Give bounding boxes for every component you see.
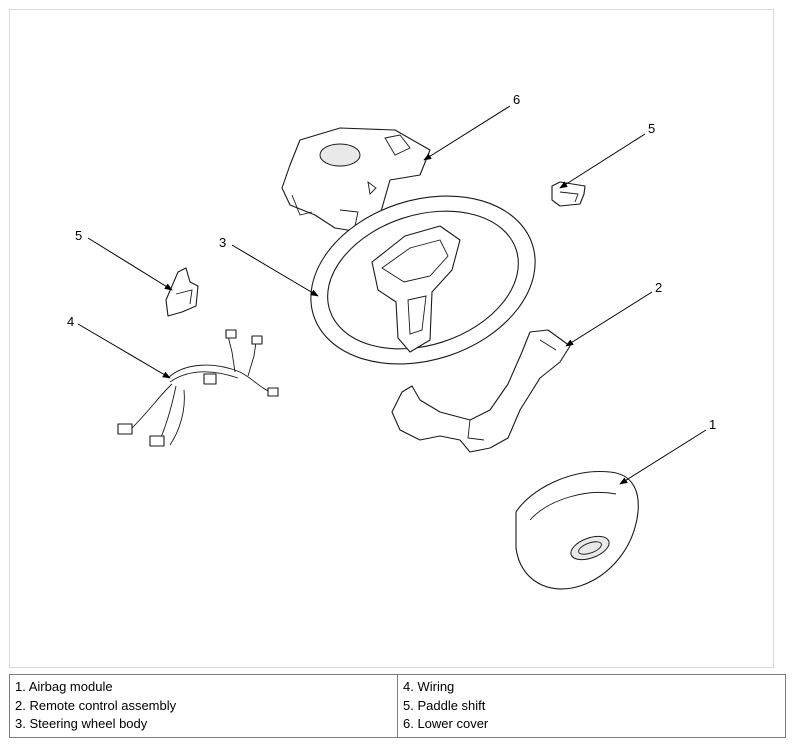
- callout-5-right: 5: [648, 121, 655, 136]
- remote-control-assembly-part: [391, 329, 571, 453]
- parts-legend-table: 1. Airbag module 2. Remote control assem…: [9, 674, 786, 738]
- leader-3: [231, 244, 319, 297]
- legend-item: 6. Lower cover: [403, 716, 489, 731]
- callout-2: 2: [655, 280, 662, 295]
- legend-item: 4. Wiring: [403, 679, 455, 694]
- leader-2: [565, 291, 653, 347]
- leader-1: [619, 429, 707, 485]
- callout-1: 1: [709, 417, 716, 432]
- steering-wheel-body-part: [310, 195, 536, 365]
- leader-5-right: [559, 133, 646, 189]
- callout-6: 6: [513, 92, 520, 107]
- paddle-shift-left-part: [165, 267, 199, 317]
- leader-4: [77, 323, 171, 379]
- leader-5-left: [87, 237, 173, 291]
- legend-column-right: 4. Wiring 5. Paddle shift 6. Lower cover: [397, 674, 786, 738]
- leader-6: [423, 105, 511, 161]
- callout-5-left: 5: [75, 228, 82, 243]
- callout-4: 4: [67, 314, 74, 329]
- legend-item: 2. Remote control assembly: [15, 697, 177, 713]
- airbag-module-part: [515, 470, 639, 590]
- wiring-part: [117, 329, 279, 447]
- legend-item: 1. Airbag module: [15, 679, 113, 694]
- legend-item: 3. Steering wheel body: [15, 716, 148, 731]
- callout-3: 3: [219, 235, 226, 250]
- legend-item: 5. Paddle shift: [403, 697, 486, 713]
- legend-column-left: 1. Airbag module 2. Remote control assem…: [9, 674, 398, 738]
- exploded-diagram: 6 5 5 3 4 2 1: [67, 92, 716, 590]
- paddle-shift-right-part: [551, 181, 586, 207]
